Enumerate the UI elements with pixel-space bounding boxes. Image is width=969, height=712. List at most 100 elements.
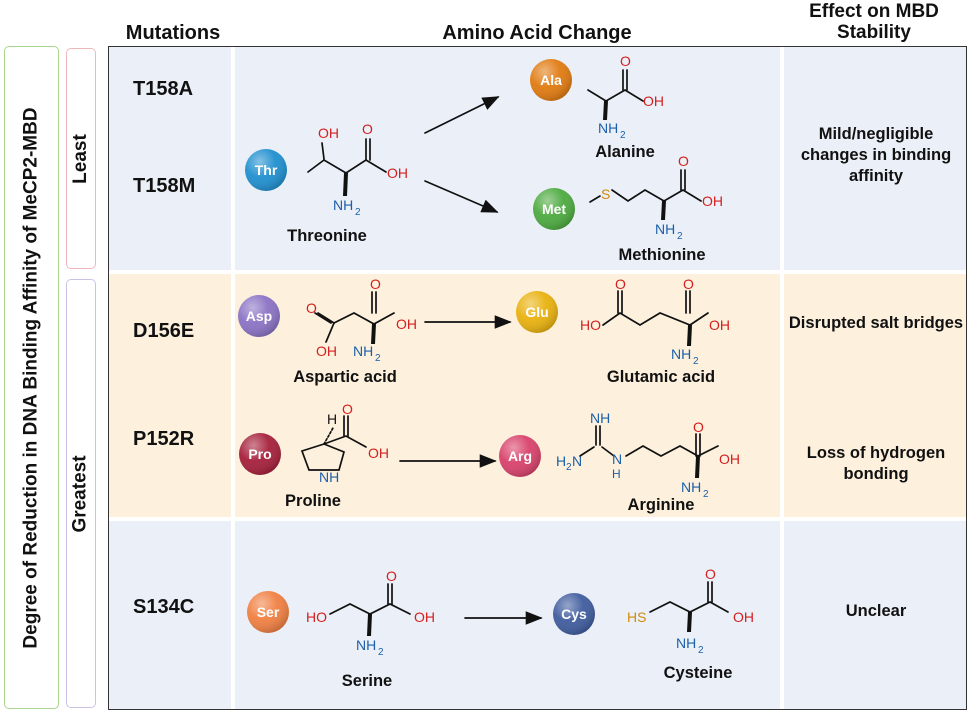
thr-name: Threonine — [287, 227, 367, 245]
atom-oh: OH — [643, 93, 664, 109]
header-mutations: Mutations — [125, 22, 221, 44]
svg-text:2: 2 — [378, 647, 384, 658]
asp-badge-label: Asp — [246, 308, 272, 324]
arrow-thr-met — [424, 180, 499, 213]
pro-badge-label: Pro — [248, 446, 271, 462]
level-least-box — [66, 48, 96, 269]
atom-nh2: NH — [676, 635, 696, 651]
ala-badge-label: Ala — [540, 72, 562, 88]
mutation-p152r: P152R — [133, 428, 195, 450]
svg-text:2: 2 — [375, 353, 381, 364]
arg-badge-label: Arg — [508, 448, 532, 464]
atom-nh: NH — [319, 469, 339, 485]
atom-oh: OH — [368, 445, 389, 461]
atom-nh2: NH — [333, 197, 353, 213]
glu-badge-label: Glu — [525, 304, 548, 320]
effect-p152r: Loss of hydrogen bonding — [806, 444, 946, 483]
atom-oh: OH — [414, 609, 435, 625]
atom-nh2: NH — [353, 343, 373, 359]
atom-oh: OH — [318, 125, 339, 141]
ser-badge-label: Ser — [257, 604, 280, 620]
effect-d156e: Disrupted salt bridges — [788, 314, 964, 332]
atom-o: O — [615, 276, 626, 292]
met-name: Methionine — [618, 246, 705, 264]
arrow-thr-ala — [424, 96, 500, 134]
mutation-s134c: S134C — [133, 596, 195, 618]
ala-name: Alanine — [595, 143, 655, 161]
glu-name: Glutamic acid — [607, 368, 715, 386]
atom-hs: HS — [627, 609, 646, 625]
header-amino-acid-change: Amino Acid Change — [442, 22, 632, 44]
thr-badge-label: Thr — [255, 162, 278, 178]
atom-o: O — [705, 566, 716, 582]
ser-name: Serine — [342, 672, 392, 690]
atom-oh: OH — [719, 451, 740, 467]
arg-name: Arginine — [628, 496, 695, 514]
grid-hline — [109, 517, 966, 521]
atom-nh: NH — [590, 410, 610, 426]
cys-name: Cysteine — [664, 664, 733, 682]
atom-o: O — [683, 276, 694, 292]
grid-vline — [780, 47, 784, 709]
svg-text:2: 2 — [677, 231, 683, 242]
atom-h: H — [327, 411, 337, 427]
effect-s134c: Unclear — [845, 602, 907, 620]
atom-oh: OH — [702, 193, 723, 209]
svg-text:2: 2 — [355, 207, 361, 218]
asp-name: Aspartic acid — [293, 368, 397, 386]
proline-structure: Pro H O OH NH Proline — [239, 401, 389, 510]
atom-o: O — [362, 121, 373, 137]
atom-o: O — [678, 153, 689, 169]
svg-text:2: 2 — [698, 645, 704, 656]
atom-o: O — [306, 300, 317, 316]
atom-ho: HO — [306, 609, 327, 625]
atom-h: H — [612, 467, 621, 481]
atom-o: O — [620, 53, 631, 69]
svg-text:2: 2 — [703, 489, 709, 500]
atom-n: N — [612, 451, 622, 467]
cys-badge-label: Cys — [561, 606, 587, 622]
atom-o: O — [370, 276, 381, 292]
atom-oh: OH — [709, 317, 730, 333]
svg-text:2: 2 — [620, 130, 626, 141]
met-badge-label: Met — [542, 201, 566, 217]
atom-nh2: NH — [655, 221, 675, 237]
mutation-d156e: D156E — [133, 320, 195, 342]
level-greatest-box — [66, 279, 96, 708]
table-frame — [108, 46, 967, 710]
atom-oh: OH — [387, 165, 408, 181]
atom-o: O — [342, 401, 353, 417]
pro-name: Proline — [285, 492, 341, 510]
atom-h2n: H — [556, 453, 566, 469]
atom-oh: OH — [396, 316, 417, 332]
axis-label-box — [4, 46, 59, 709]
grid-hline — [109, 270, 966, 274]
effect-least: Mild/negligible changes in binding affin… — [800, 125, 952, 185]
atom-o: O — [693, 419, 704, 435]
atom-o: O — [386, 568, 397, 584]
header-effect: Effect on MBD Stability — [809, 1, 939, 43]
mutation-t158a: T158A — [133, 78, 194, 100]
atom-nh2: NH — [356, 637, 376, 653]
atom-nh2: NH — [681, 479, 701, 495]
svg-text:2: 2 — [566, 462, 572, 473]
atom-nh2: NH — [598, 120, 618, 136]
grid-vline — [231, 47, 235, 709]
atom-ho: HO — [580, 317, 601, 333]
atom-oh: OH — [316, 343, 337, 359]
atom-s: S — [601, 186, 610, 202]
atom-nh2: NH — [671, 346, 691, 362]
atom-oh: OH — [733, 609, 754, 625]
atom-n: N — [572, 453, 582, 469]
mutation-t158m: T158M — [133, 175, 196, 197]
svg-text:2: 2 — [693, 356, 699, 367]
